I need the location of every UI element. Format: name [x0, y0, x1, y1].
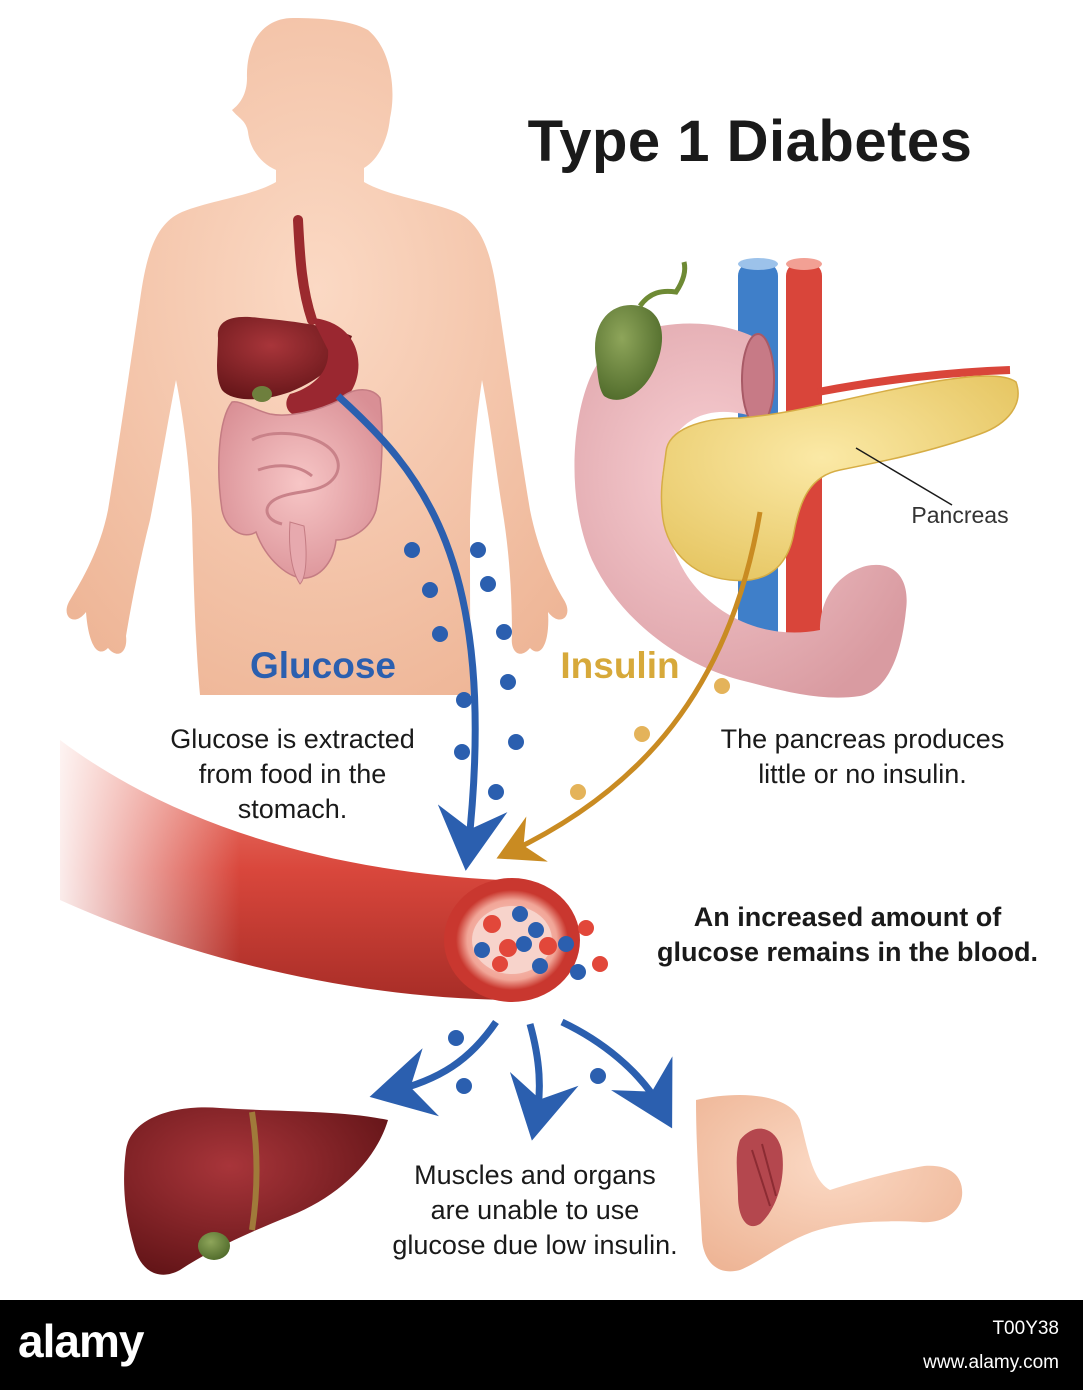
glucose-extraction-description: Glucose is extracted from food in the st… — [140, 722, 445, 827]
blood-cells — [474, 906, 608, 980]
desc-line: glucose remains in the blood. — [656, 937, 1039, 967]
pancreas-insulin-description: The pancreas produces little or no insul… — [690, 722, 1035, 792]
footer-url: www.alamy.com — [923, 1352, 1059, 1373]
desc-line: from food in the — [198, 759, 387, 789]
body-liver — [217, 316, 352, 400]
blood-glucose-description: An increased amount of glucose remains i… — [620, 900, 1075, 970]
diagram-artwork — [40, 18, 1019, 1275]
arrow-to-organs — [509, 1023, 579, 1141]
liver-organ — [124, 1107, 388, 1275]
insulin-label: Insulin — [560, 645, 680, 686]
insulin-arrow — [496, 511, 763, 862]
brand-logo: alamy — [18, 1315, 144, 1367]
desc-line: An increased amount of — [693, 902, 1002, 932]
desc-line: The pancreas produces — [720, 724, 1005, 754]
arrow-to-liver — [369, 1020, 499, 1117]
arm-muscle — [696, 1094, 963, 1272]
desc-line: are unable to use — [430, 1195, 640, 1225]
glucose-molecules-lower — [448, 1030, 606, 1094]
diagram-title: Type 1 Diabetes — [527, 109, 973, 174]
pancreas-organ-cluster — [574, 258, 1019, 698]
glucose-molecules — [404, 542, 524, 800]
stock-footer-bar: alamy T00Y38 www.alamy.com — [0, 1300, 1083, 1390]
arrow-to-muscle — [560, 1018, 673, 1129]
glucose-label: Glucose — [250, 645, 396, 686]
pancreas-label: Pancreas — [911, 502, 1009, 528]
desc-line: stomach. — [237, 794, 348, 824]
insulin-molecules — [570, 678, 730, 800]
desc-line: little or no insulin. — [758, 759, 967, 789]
desc-line: Muscles and organs — [414, 1160, 656, 1190]
desc-line: Glucose is extracted — [170, 724, 415, 754]
muscle-organs-description: Muscles and organs are unable to use glu… — [345, 1158, 725, 1263]
desc-line: glucose due low insulin. — [392, 1230, 678, 1260]
image-id: T00Y38 — [992, 1318, 1059, 1339]
glucose-arrow — [335, 393, 508, 871]
